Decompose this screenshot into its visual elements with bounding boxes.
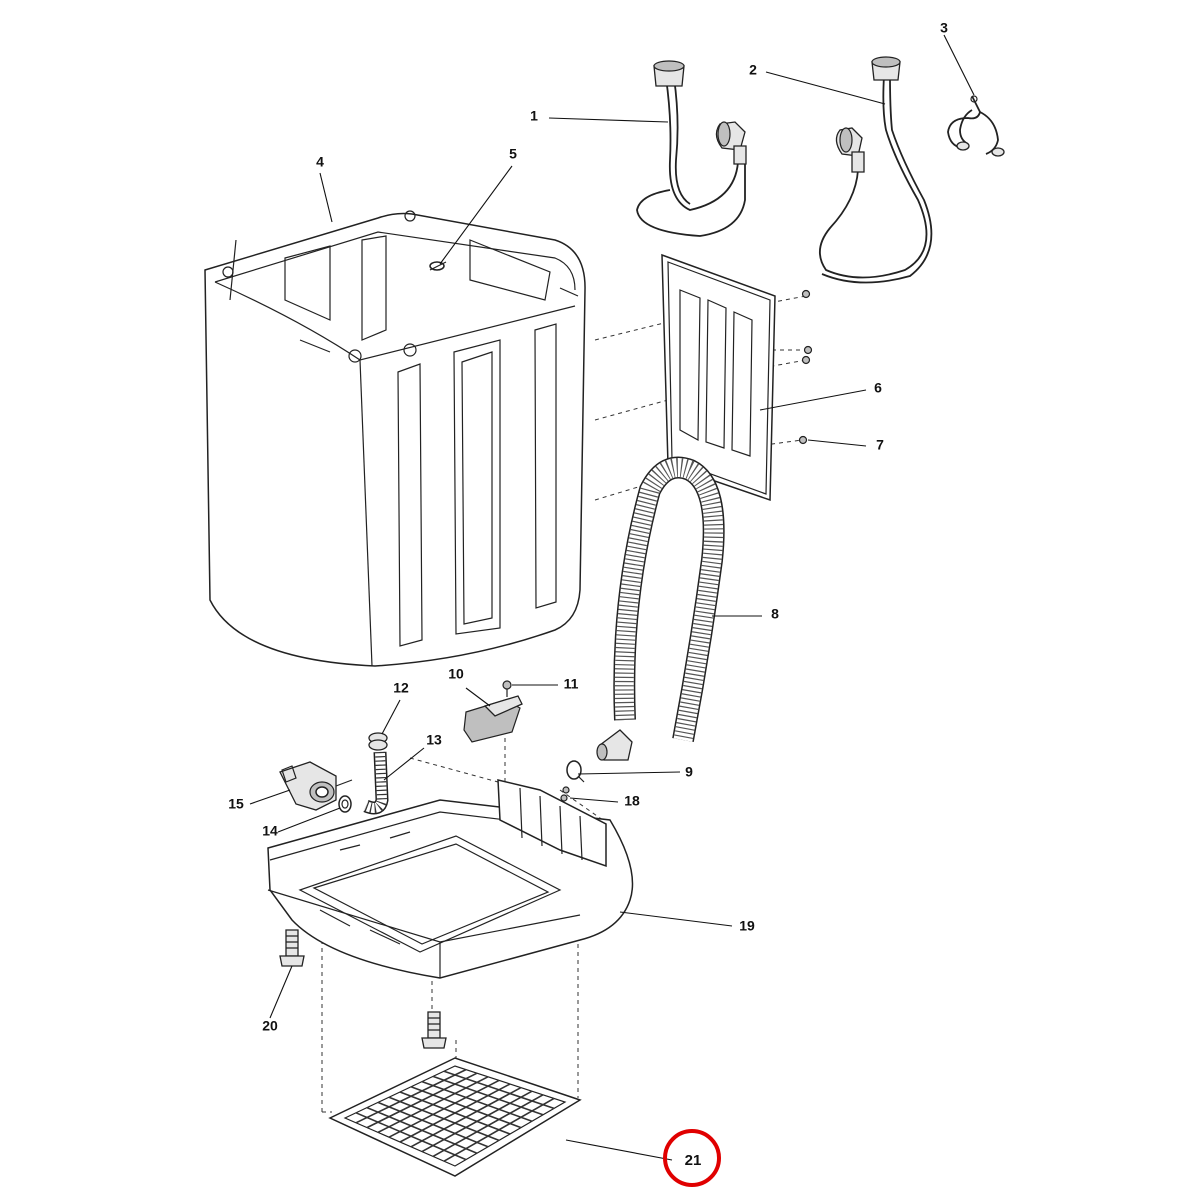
screw-part-11 bbox=[502, 680, 512, 697]
label-part-7: 7 bbox=[876, 437, 884, 453]
label-part-18: 18 bbox=[624, 793, 640, 809]
label-part-9: 9 bbox=[685, 764, 693, 780]
label-part-14: 14 bbox=[262, 823, 278, 839]
label-part-4: 4 bbox=[316, 154, 324, 170]
mat-grid-line bbox=[410, 1086, 522, 1148]
drain-pump-part-15 bbox=[279, 761, 353, 811]
mat-grid-line bbox=[421, 1080, 533, 1122]
mat-grid-line bbox=[432, 1075, 544, 1116]
connector-hose-part-13 bbox=[363, 751, 389, 815]
label-part-11: 11 bbox=[564, 676, 579, 692]
label-part-1: 1 bbox=[530, 108, 538, 124]
base-mat-part-21 bbox=[328, 1057, 582, 1177]
hose-hook-part-3 bbox=[947, 95, 1005, 157]
mat-grid-line bbox=[432, 1094, 544, 1158]
label-part-21: 21 bbox=[685, 1152, 702, 1169]
label-part-13: 13 bbox=[426, 732, 442, 748]
bracket-part-10 bbox=[463, 695, 523, 743]
label-part-2: 2 bbox=[749, 62, 757, 78]
mat-grid-line bbox=[421, 1090, 533, 1153]
mat-grid-line bbox=[443, 1097, 555, 1162]
base-mat-grid bbox=[355, 1068, 555, 1162]
screws-part-7 bbox=[798, 289, 813, 445]
base-frame-part-19 bbox=[267, 779, 634, 979]
label-part-20: 20 bbox=[262, 1018, 278, 1034]
mat-grid-line bbox=[410, 1086, 522, 1129]
inlet-hose-part-1 bbox=[636, 60, 747, 237]
leader-lines bbox=[249, 34, 975, 1161]
adjustable-feet-part-20 bbox=[279, 929, 447, 1049]
mat-grid-line bbox=[399, 1083, 511, 1143]
label-part-19: 19 bbox=[739, 918, 755, 934]
label-part-12: 12 bbox=[393, 680, 409, 696]
mat-grid-line bbox=[443, 1070, 555, 1110]
screws-part-18 bbox=[560, 786, 570, 802]
back-panel-part-6 bbox=[661, 253, 776, 502]
label-part-8: 8 bbox=[771, 606, 779, 622]
label-part-3: 3 bbox=[940, 20, 948, 36]
cabinet-part-4 bbox=[204, 210, 586, 667]
drain-hose-part-8 bbox=[596, 456, 725, 761]
label-part-10: 10 bbox=[448, 666, 464, 682]
part-number-labels: 1 2 3 4 5 6 7 8 9 10 11 12 13 14 15 18 1… bbox=[228, 20, 948, 1169]
hose-clamp-part-9 bbox=[566, 760, 585, 783]
label-part-6: 6 bbox=[874, 380, 882, 396]
label-part-15: 15 bbox=[228, 796, 244, 812]
highlight-circle-part-21 bbox=[663, 1129, 721, 1187]
hose-clip-part-12 bbox=[368, 732, 388, 751]
inlet-hose-part-2 bbox=[819, 56, 933, 284]
clamp-part-14 bbox=[338, 795, 352, 813]
label-part-5: 5 bbox=[509, 146, 517, 162]
